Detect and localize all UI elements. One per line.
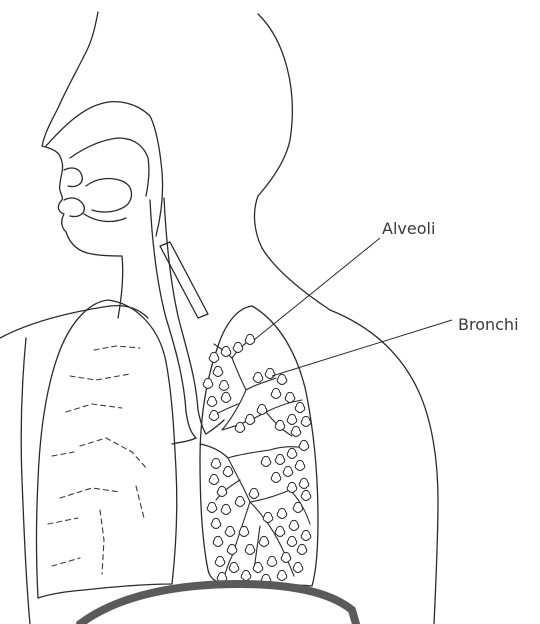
alveolus-sac <box>253 562 263 572</box>
alveolus-sac <box>215 556 225 566</box>
alveolus-sac <box>227 544 237 554</box>
alveolus-sac <box>225 526 235 536</box>
left-main-bronchus-lower <box>200 444 228 458</box>
alveolus-sac <box>209 352 219 362</box>
dashed-branch-5 <box>52 452 74 456</box>
alveolus-sac <box>261 456 271 466</box>
alveolus-sac <box>287 414 297 424</box>
left-shoulder <box>0 306 148 338</box>
alveolus-sac <box>301 490 311 500</box>
dashed-branch-7 <box>48 518 78 524</box>
alveolus-sac <box>285 392 295 402</box>
alveolus-sac <box>249 488 259 498</box>
alveolus-sac <box>281 552 291 562</box>
alveolus-sac <box>245 414 255 424</box>
alveolus-sac <box>213 536 223 546</box>
alveolus-sac <box>289 520 299 530</box>
alveolus-sac <box>265 368 275 378</box>
alveolus-sac <box>293 502 303 512</box>
alveolus-sac <box>221 346 231 356</box>
alveolus-sac <box>267 556 277 566</box>
dashed-branch-8 <box>100 510 104 574</box>
alveolus-sac <box>209 410 219 420</box>
alveolus-sac <box>217 486 227 496</box>
alveolus-sac <box>275 454 285 464</box>
alveolus-sac <box>287 482 297 492</box>
alveolus-sac <box>295 460 305 470</box>
alveolus-sac <box>287 448 297 458</box>
dashed-branch-4 <box>80 438 148 470</box>
alveolus-sac <box>297 544 307 554</box>
alveolus-sac <box>253 372 263 382</box>
alveolus-sac <box>203 378 213 388</box>
alveolus-sac <box>295 402 305 412</box>
alveolus-sac <box>287 536 297 546</box>
right-main-bronchus <box>172 438 196 444</box>
tongue <box>86 179 131 212</box>
torso-left-side <box>21 338 30 624</box>
alveolus-sac <box>207 502 217 512</box>
alveolus-sac <box>299 440 309 450</box>
esophagus <box>160 242 208 318</box>
dashed-branch-3 <box>66 404 122 412</box>
head-back-outline <box>255 14 330 310</box>
dashed-branch-2 <box>70 374 130 380</box>
alveolus-sac <box>271 388 281 398</box>
dashed-branch-10 <box>52 558 80 566</box>
alveolus-sac <box>245 334 255 344</box>
alveolus-sac <box>277 570 287 580</box>
right-lung <box>37 300 177 598</box>
alveolus-sac <box>235 422 245 432</box>
alveolus-sac <box>221 392 231 402</box>
face-profile <box>42 12 123 318</box>
alveolus-sac <box>219 380 229 390</box>
alveolus-sac <box>275 420 285 430</box>
nasal-cavity-inner <box>70 138 149 196</box>
alveolus-sac <box>259 536 269 546</box>
alveolus-sac <box>277 508 287 518</box>
alveolus-sac <box>221 504 231 514</box>
alveolus-sac <box>213 366 223 376</box>
alveolus-sac <box>241 570 251 580</box>
alveolus-sac <box>211 518 221 528</box>
alveolus-sac <box>293 562 303 572</box>
alveolus-sac <box>257 404 267 414</box>
alveolus-sac <box>245 544 255 554</box>
dashed-branch-1 <box>94 346 140 350</box>
alveolus-sac <box>207 396 217 406</box>
alveolus-sac <box>283 466 293 476</box>
alveolus-sac <box>233 342 243 352</box>
dashed-branch-9 <box>136 486 144 518</box>
alveolus-sac <box>211 458 221 468</box>
nostril <box>64 168 82 187</box>
trachea-left <box>150 200 196 438</box>
bronchi-label: Bronchi <box>458 315 519 334</box>
alveolus-sac <box>223 466 233 476</box>
mouth-line <box>84 214 126 221</box>
alveolus-sac <box>229 562 239 572</box>
left-main-bronchus-upper <box>206 420 224 434</box>
alveolus-sac <box>239 526 249 536</box>
alveolus-sac <box>299 478 309 488</box>
bronchi-leader-line <box>272 320 452 376</box>
alveolus-sac <box>209 474 219 484</box>
right-shoulder <box>330 310 438 624</box>
alveoli-leader-line <box>254 238 380 340</box>
diaphragm <box>80 584 356 624</box>
alveolus-sac <box>275 526 285 536</box>
alveolus-sac <box>301 530 311 540</box>
alveolus-sac <box>291 426 301 436</box>
alveolus-sac <box>235 496 245 506</box>
alveolus-sac <box>277 374 287 384</box>
alveolus-sac <box>263 512 273 522</box>
dashed-branch-6 <box>60 488 120 498</box>
upper-lip <box>64 198 84 217</box>
alveolus-sac <box>301 416 311 426</box>
alveolus-sac <box>271 472 281 482</box>
alveoli-label: Alveoli <box>382 219 435 238</box>
